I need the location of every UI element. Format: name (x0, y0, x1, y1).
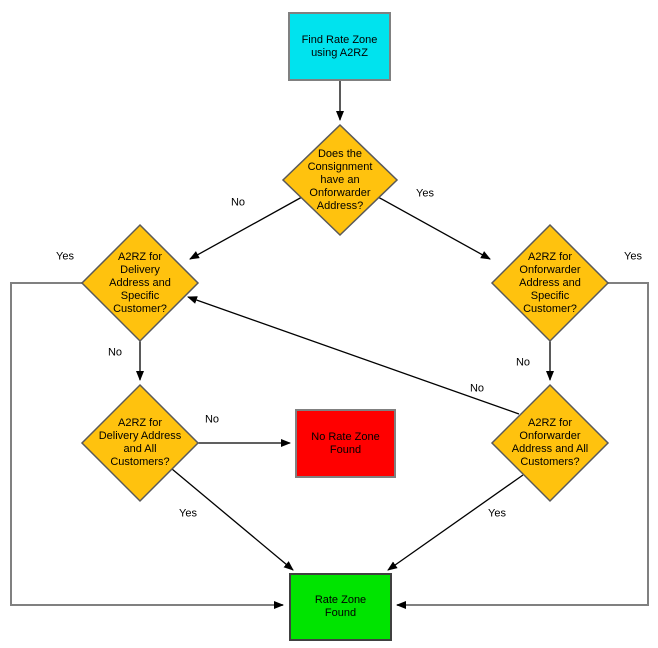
edge-delivery-specific-yes-to-found (10, 282, 284, 609)
onforwarder-all-diamond (490, 383, 610, 503)
edge-onforwarder-all-yes-to-found (387, 474, 524, 571)
delivery-specific-diamond (80, 223, 200, 343)
edge-onforwarder-all-no-to-delivery-specific (187, 296, 520, 415)
edge-yes-to-onforwarder-specific (377, 196, 491, 260)
delivery-all-diamond (80, 383, 200, 503)
edge-onforwarder-specific-yes-to-found (396, 282, 649, 609)
rate-zone-found-shape (289, 573, 392, 641)
no-rate-zone-shape (295, 409, 396, 478)
onforwarder-specific-diamond (490, 223, 610, 343)
edge-no-to-delivery-specific (189, 196, 303, 260)
start-node-shape (288, 12, 391, 81)
edge-delivery-all-yes-to-found (171, 468, 294, 571)
onforwarder-check-diamond (281, 123, 399, 237)
